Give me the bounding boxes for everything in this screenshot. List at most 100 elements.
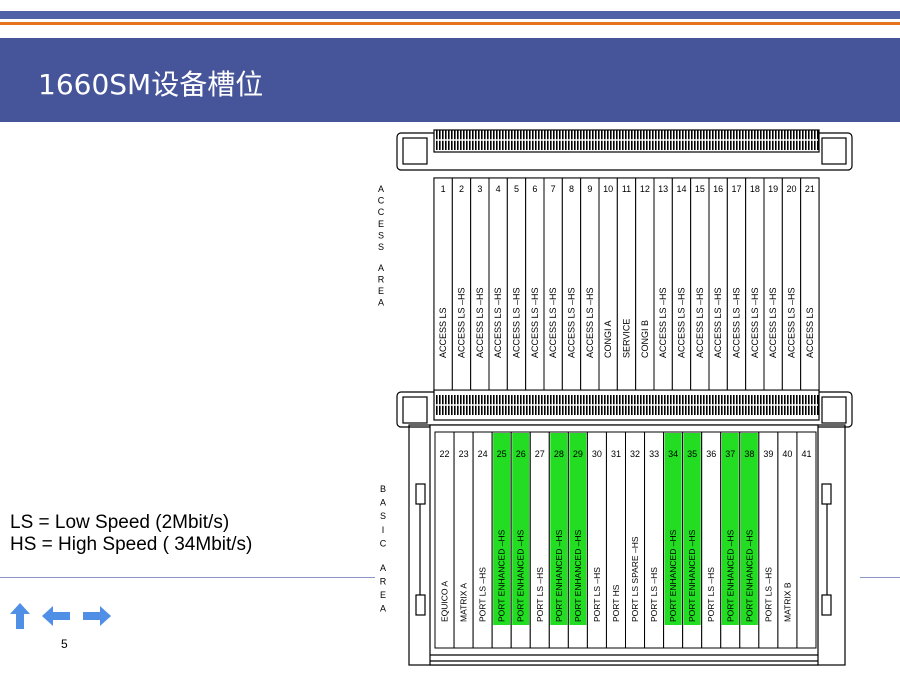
access-slot-number: 15 [695,184,705,194]
basic-slot-label: EQUICO A [440,581,450,622]
title-band [0,38,900,122]
basic-slot-number: 33 [649,449,659,459]
access-slot-label: ACCESS LS –HS [732,287,742,358]
svg-text:B: B [380,484,386,494]
access-slot-label: ACCESS LS –HS [585,287,595,358]
access-slot-label: ACCESS LS –HS [530,287,540,358]
basic-slot-label: PORT ENHANCED –HS [725,529,735,622]
arrow-left-icon[interactable] [42,606,70,631]
svg-text:A: A [378,184,384,194]
arrow-up-icon[interactable] [10,603,30,634]
basic-slot-number: 31 [611,449,621,459]
access-slot-label: ACCESS LS –HS [750,287,760,358]
basic-slot-label: PORT ENHANCED –HS [516,529,526,622]
svg-text:C: C [378,207,385,217]
basic-slot-number: 36 [706,449,716,459]
basic-slot-label: PORT LS –HS [706,567,716,622]
access-slot-label: ACCESS LS [805,307,815,358]
access-slot-label: ACCESS LS –HS [768,287,778,358]
basic-slot-number: 41 [801,449,811,459]
access-slot-number: 16 [713,184,723,194]
basic-slot-number: 35 [687,449,697,459]
basic-slot-number: 23 [459,449,469,459]
legend-ls: LS = Low Speed (2Mbit/s) [10,512,230,533]
basic-slot-number: 34 [668,449,678,459]
basic-slot-label: PORT ENHANCED –HS [744,529,754,622]
access-slot-label: ACCESS LS –HS [677,287,687,358]
svg-text:E: E [378,219,384,229]
svg-text:E: E [380,590,386,600]
access-slot-label: ACCESS LS –HS [457,287,467,358]
access-slot-number: 20 [786,184,796,194]
basic-slot-label: PORT LS –HS [535,567,545,622]
svg-text:A: A [378,263,384,273]
page-number: 5 [61,637,68,651]
access-slot-number: 18 [750,184,760,194]
basic-slot-label: PORT LS –HS [649,567,659,622]
basic-slot-number: 37 [725,449,735,459]
connector-strip [436,130,819,150]
svg-text:E: E [378,286,384,296]
svg-text:S: S [380,511,386,521]
basic-slot-number: 32 [630,449,640,459]
basic-slot-number: 30 [592,449,602,459]
access-slot-label: ACCESS LS –HS [787,287,797,358]
access-slot-number: 9 [587,184,592,194]
access-slot-label: ACCESS LS –HS [658,287,668,358]
access-slot-number: 6 [532,184,537,194]
basic-slot-number: 28 [554,449,564,459]
top-orange-bar [0,22,900,25]
arrow-right-icon[interactable] [83,606,111,631]
access-slot-label: ACCESS LS –HS [713,287,723,358]
access-slot-number: 3 [477,184,482,194]
access-slot-label: ACCESS LS –HS [548,287,558,358]
basic-slot-label: PORT ENHANCED –HS [554,529,564,622]
basic-slot-label: PORT ENHANCED –HS [687,529,697,622]
svg-text:S: S [378,242,384,252]
access-slot-label: ACCESS LS –HS [493,287,503,358]
access-slot-label: ACCESS LS –HS [567,287,577,358]
access-slot-number: 8 [569,184,574,194]
footer-divider-left [0,577,375,578]
access-slot-number: 10 [603,184,613,194]
access-slot-number: 17 [731,184,741,194]
basic-slot-number: 26 [516,449,526,459]
access-slot-number: 21 [805,184,815,194]
basic-slot-number: 24 [478,449,488,459]
access-slot-label: CONGI A [603,320,613,358]
access-slot-number: 14 [676,184,686,194]
access-slot-label: ACCESS LS –HS [475,287,485,358]
svg-text:C: C [378,196,385,206]
svg-text:A: A [378,298,384,308]
basic-slot-label: PORT ENHANCED –HS [497,529,507,622]
svg-text:R: R [378,274,385,284]
page-title: 1660SM设备槽位 [38,68,264,101]
svg-text:R: R [380,576,387,586]
